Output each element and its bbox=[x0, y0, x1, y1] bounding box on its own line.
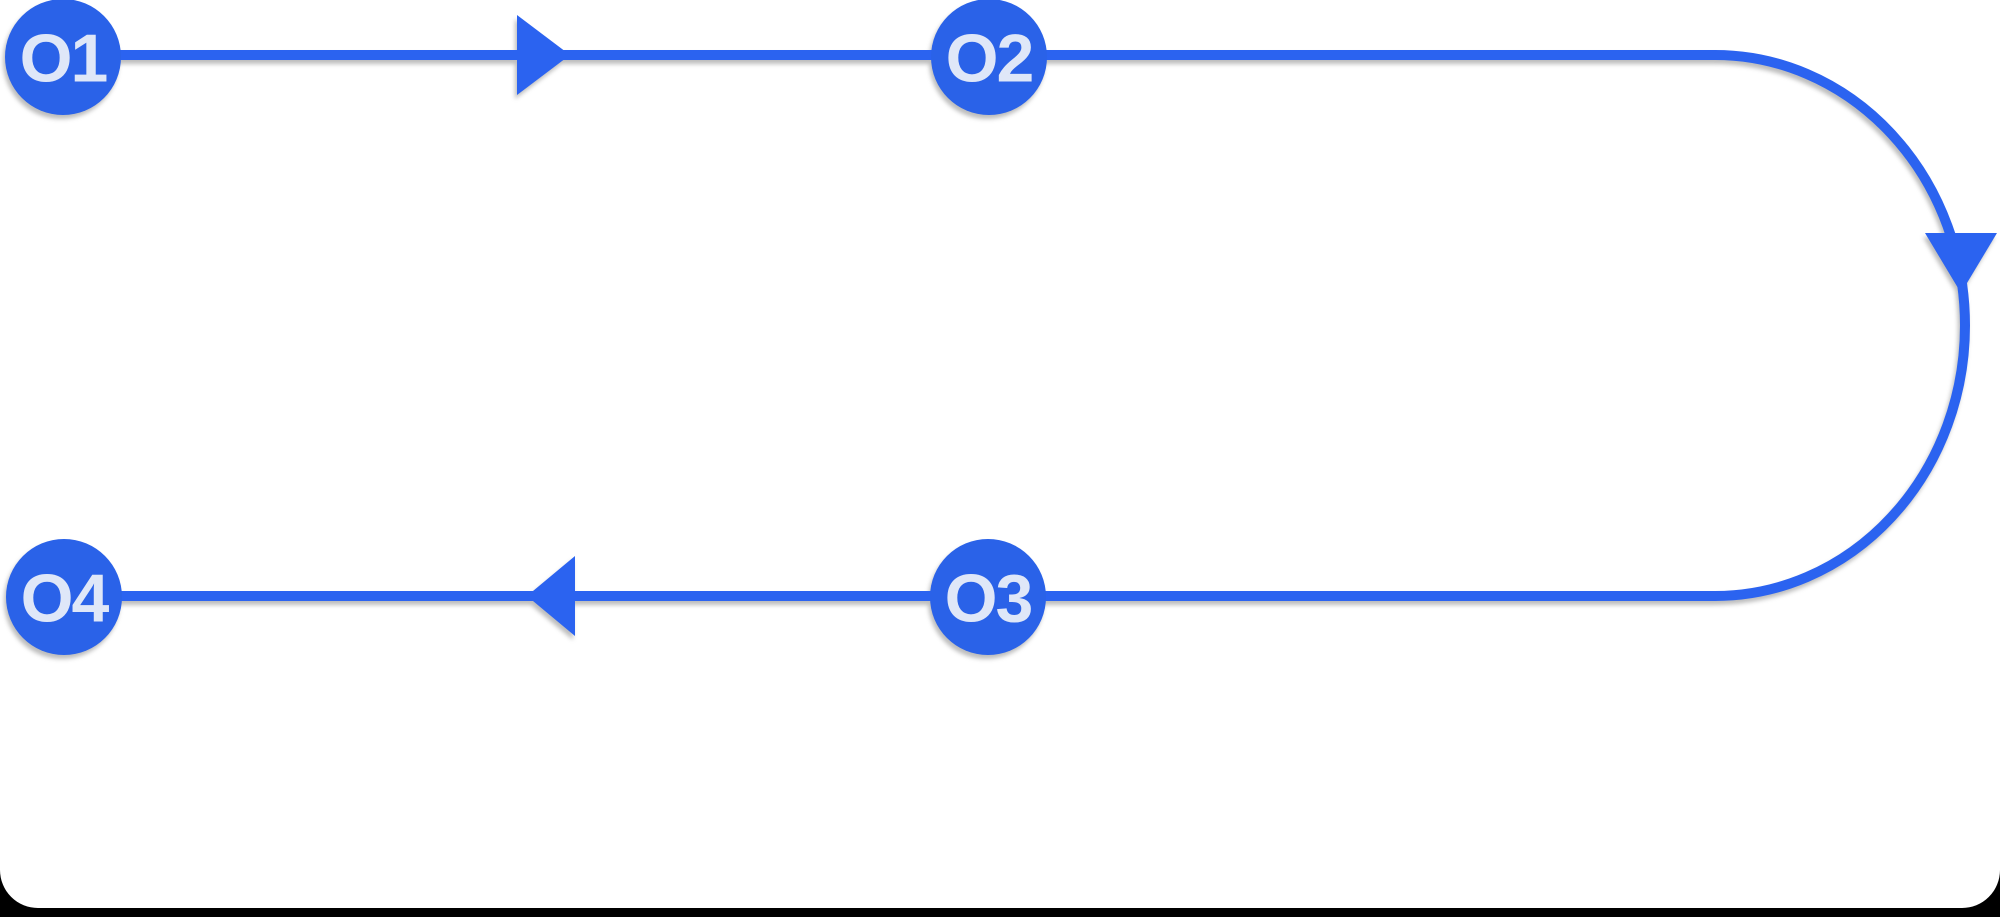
arrow-down-icon bbox=[1925, 233, 1997, 293]
node-o3: O3 bbox=[930, 539, 1046, 655]
arrow-left-icon bbox=[527, 556, 575, 636]
node-o4: O4 bbox=[6, 539, 122, 655]
arrow-right-icon bbox=[517, 15, 570, 95]
node-o3-circle bbox=[930, 539, 1046, 655]
flow-connector-path bbox=[63, 50, 1970, 601]
node-o1: O1 bbox=[5, 0, 121, 115]
node-o4-label: O4 bbox=[21, 560, 110, 636]
node-o2: O2 bbox=[931, 0, 1047, 115]
node-o2-circle bbox=[931, 0, 1047, 115]
node-o4-circle bbox=[6, 539, 122, 655]
node-o2-label: O2 bbox=[946, 20, 1033, 96]
node-o1-circle bbox=[5, 0, 121, 115]
node-o1-label: O1 bbox=[20, 20, 107, 96]
node-o3-label: O3 bbox=[945, 560, 1032, 636]
